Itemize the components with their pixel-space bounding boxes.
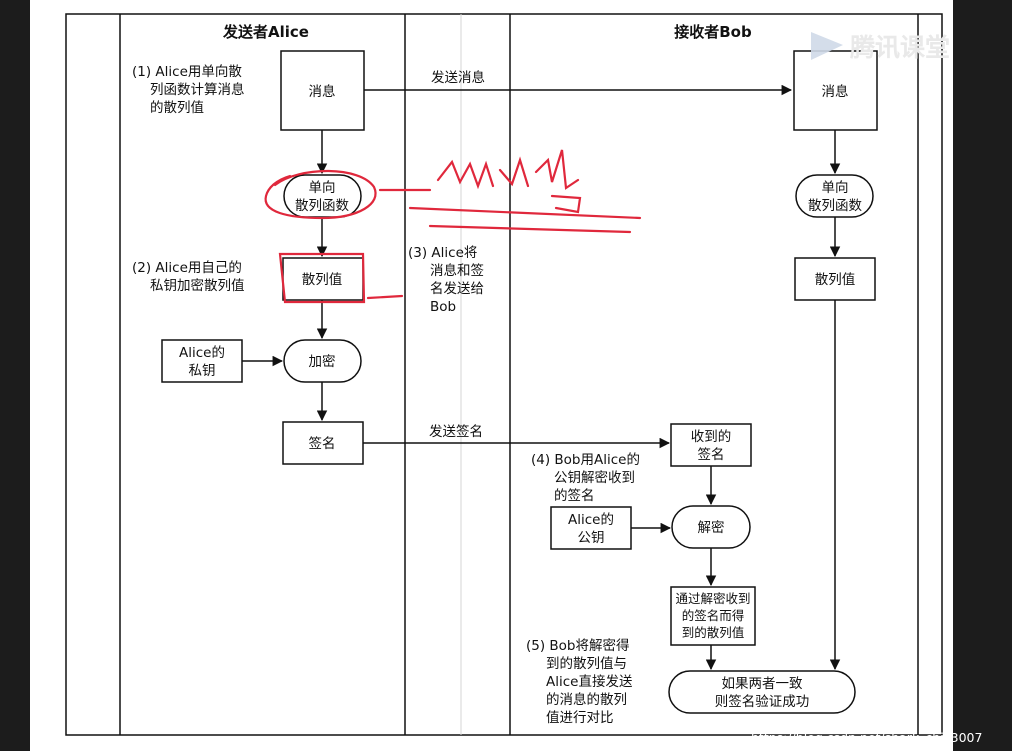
svg-text:消息和签: 消息和签 bbox=[430, 262, 484, 279]
bob-message-label: 消息 bbox=[822, 83, 849, 100]
public-key-line2: 公钥 bbox=[578, 530, 605, 546]
step5-text: (5) Bob将解密得 到的散列值与 Alice直接发送 的消息的散列 值进行对… bbox=[526, 637, 633, 726]
bob-hash-fn-line1: 单向 bbox=[822, 180, 849, 196]
watermark-brand-text: 腾讯课堂 bbox=[850, 33, 950, 62]
alice-message-label: 消息 bbox=[309, 83, 336, 100]
svg-text:(1) Alice用单向散: (1) Alice用单向散 bbox=[132, 64, 242, 80]
receiver-lane-title: 接收者Bob bbox=[674, 23, 752, 41]
decrypted-hash-line3: 到的散列值 bbox=[682, 625, 745, 640]
encrypt-label: 加密 bbox=[309, 353, 336, 370]
received-signature-box bbox=[670, 423, 752, 467]
red-handwriting-sha256 bbox=[436, 149, 582, 214]
svg-text:到的散列值与: 到的散列值与 bbox=[546, 656, 627, 672]
svg-text:(5) Bob将解密得: (5) Bob将解密得 bbox=[526, 637, 630, 654]
svg-text:名发送给: 名发送给 bbox=[430, 281, 484, 297]
bob-hash-value-box bbox=[794, 257, 876, 301]
decrypt-label: 解密 bbox=[698, 519, 725, 536]
step4-text: (4) Bob用Alice的 公钥解密收到 的签名 bbox=[531, 452, 640, 504]
verification-result-node bbox=[668, 670, 856, 714]
step3-text: (3) Alice将 消息和签 名发送给 Bob bbox=[408, 245, 484, 315]
signature-label: 签名 bbox=[309, 435, 336, 452]
result-line2: 则签名验证成功 bbox=[715, 693, 810, 710]
watermark-url: https://blog.csdn.net/shark_chili3007 bbox=[751, 730, 982, 745]
handwritten-annotations bbox=[264, 149, 642, 304]
received-sig-line1: 收到的 bbox=[691, 429, 732, 445]
svg-text:Bob: Bob bbox=[430, 299, 456, 315]
svg-text:私钥加密散列值: 私钥加密散列值 bbox=[150, 277, 245, 294]
red-underline-2 bbox=[428, 224, 632, 234]
step2-text: (2) Alice用自己的 私钥加密散列值 bbox=[132, 260, 245, 294]
decrypted-hash-line1: 通过解密收到 bbox=[675, 591, 750, 606]
red-box-hash-value bbox=[278, 252, 366, 304]
received-sig-line2: 签名 bbox=[698, 446, 725, 463]
private-key-line2: 私钥 bbox=[189, 363, 216, 379]
send-message-label: 发送消息 bbox=[431, 69, 485, 86]
svg-text:列函数计算消息: 列函数计算消息 bbox=[150, 81, 245, 98]
play-icon bbox=[811, 32, 843, 60]
decrypted-hash-box bbox=[670, 586, 756, 646]
alice-hash-value-box bbox=[282, 257, 364, 301]
bob-message-box bbox=[793, 50, 878, 131]
svg-text:Alice直接发送: Alice直接发送 bbox=[546, 673, 633, 690]
brand-watermark: 腾讯课堂 bbox=[811, 32, 950, 62]
left-frame-border bbox=[0, 0, 30, 751]
decrypted-hash-line2: 的签名而得 bbox=[682, 608, 745, 623]
svg-text:(3) Alice将: (3) Alice将 bbox=[408, 245, 477, 261]
sender-lane-title: 发送者Alice bbox=[222, 23, 309, 41]
alice-hash-fn-line1: 单向 bbox=[309, 180, 336, 196]
red-line-to-step3 bbox=[366, 294, 404, 300]
bob-hash-fn-line2: 散列函数 bbox=[808, 198, 862, 214]
lane-borders bbox=[65, 13, 943, 736]
svg-text:(4) Bob用Alice的: (4) Bob用Alice的 bbox=[531, 452, 640, 468]
result-line1: 如果两者一致 bbox=[722, 676, 803, 692]
red-circle-hash-function bbox=[264, 169, 377, 220]
svg-text:(2) Alice用自己的: (2) Alice用自己的 bbox=[132, 260, 242, 276]
svg-text:公钥解密收到: 公钥解密收到 bbox=[554, 469, 635, 486]
svg-text:的签名: 的签名 bbox=[554, 487, 595, 504]
svg-text:的消息的散列: 的消息的散列 bbox=[546, 691, 627, 708]
svg-text:值进行对比: 值进行对比 bbox=[546, 710, 614, 726]
right-frame-border bbox=[953, 0, 1012, 751]
private-key-line1: Alice的 bbox=[179, 345, 225, 361]
red-underline-1 bbox=[408, 206, 642, 220]
diagram-border bbox=[65, 13, 943, 736]
bob-hash-value-label: 散列值 bbox=[815, 272, 856, 288]
alice-hash-value-label: 散列值 bbox=[302, 272, 343, 288]
alice-message-box bbox=[280, 50, 365, 131]
send-signature-label: 发送签名 bbox=[429, 423, 483, 440]
alice-hash-fn-line2: 散列函数 bbox=[295, 198, 349, 214]
step1-text: (1) Alice用单向散 列函数计算消息 的散列值 bbox=[132, 64, 245, 116]
public-key-line1: Alice的 bbox=[568, 512, 614, 528]
svg-text:的散列值: 的散列值 bbox=[150, 100, 204, 116]
alice-public-key-box bbox=[550, 506, 632, 550]
